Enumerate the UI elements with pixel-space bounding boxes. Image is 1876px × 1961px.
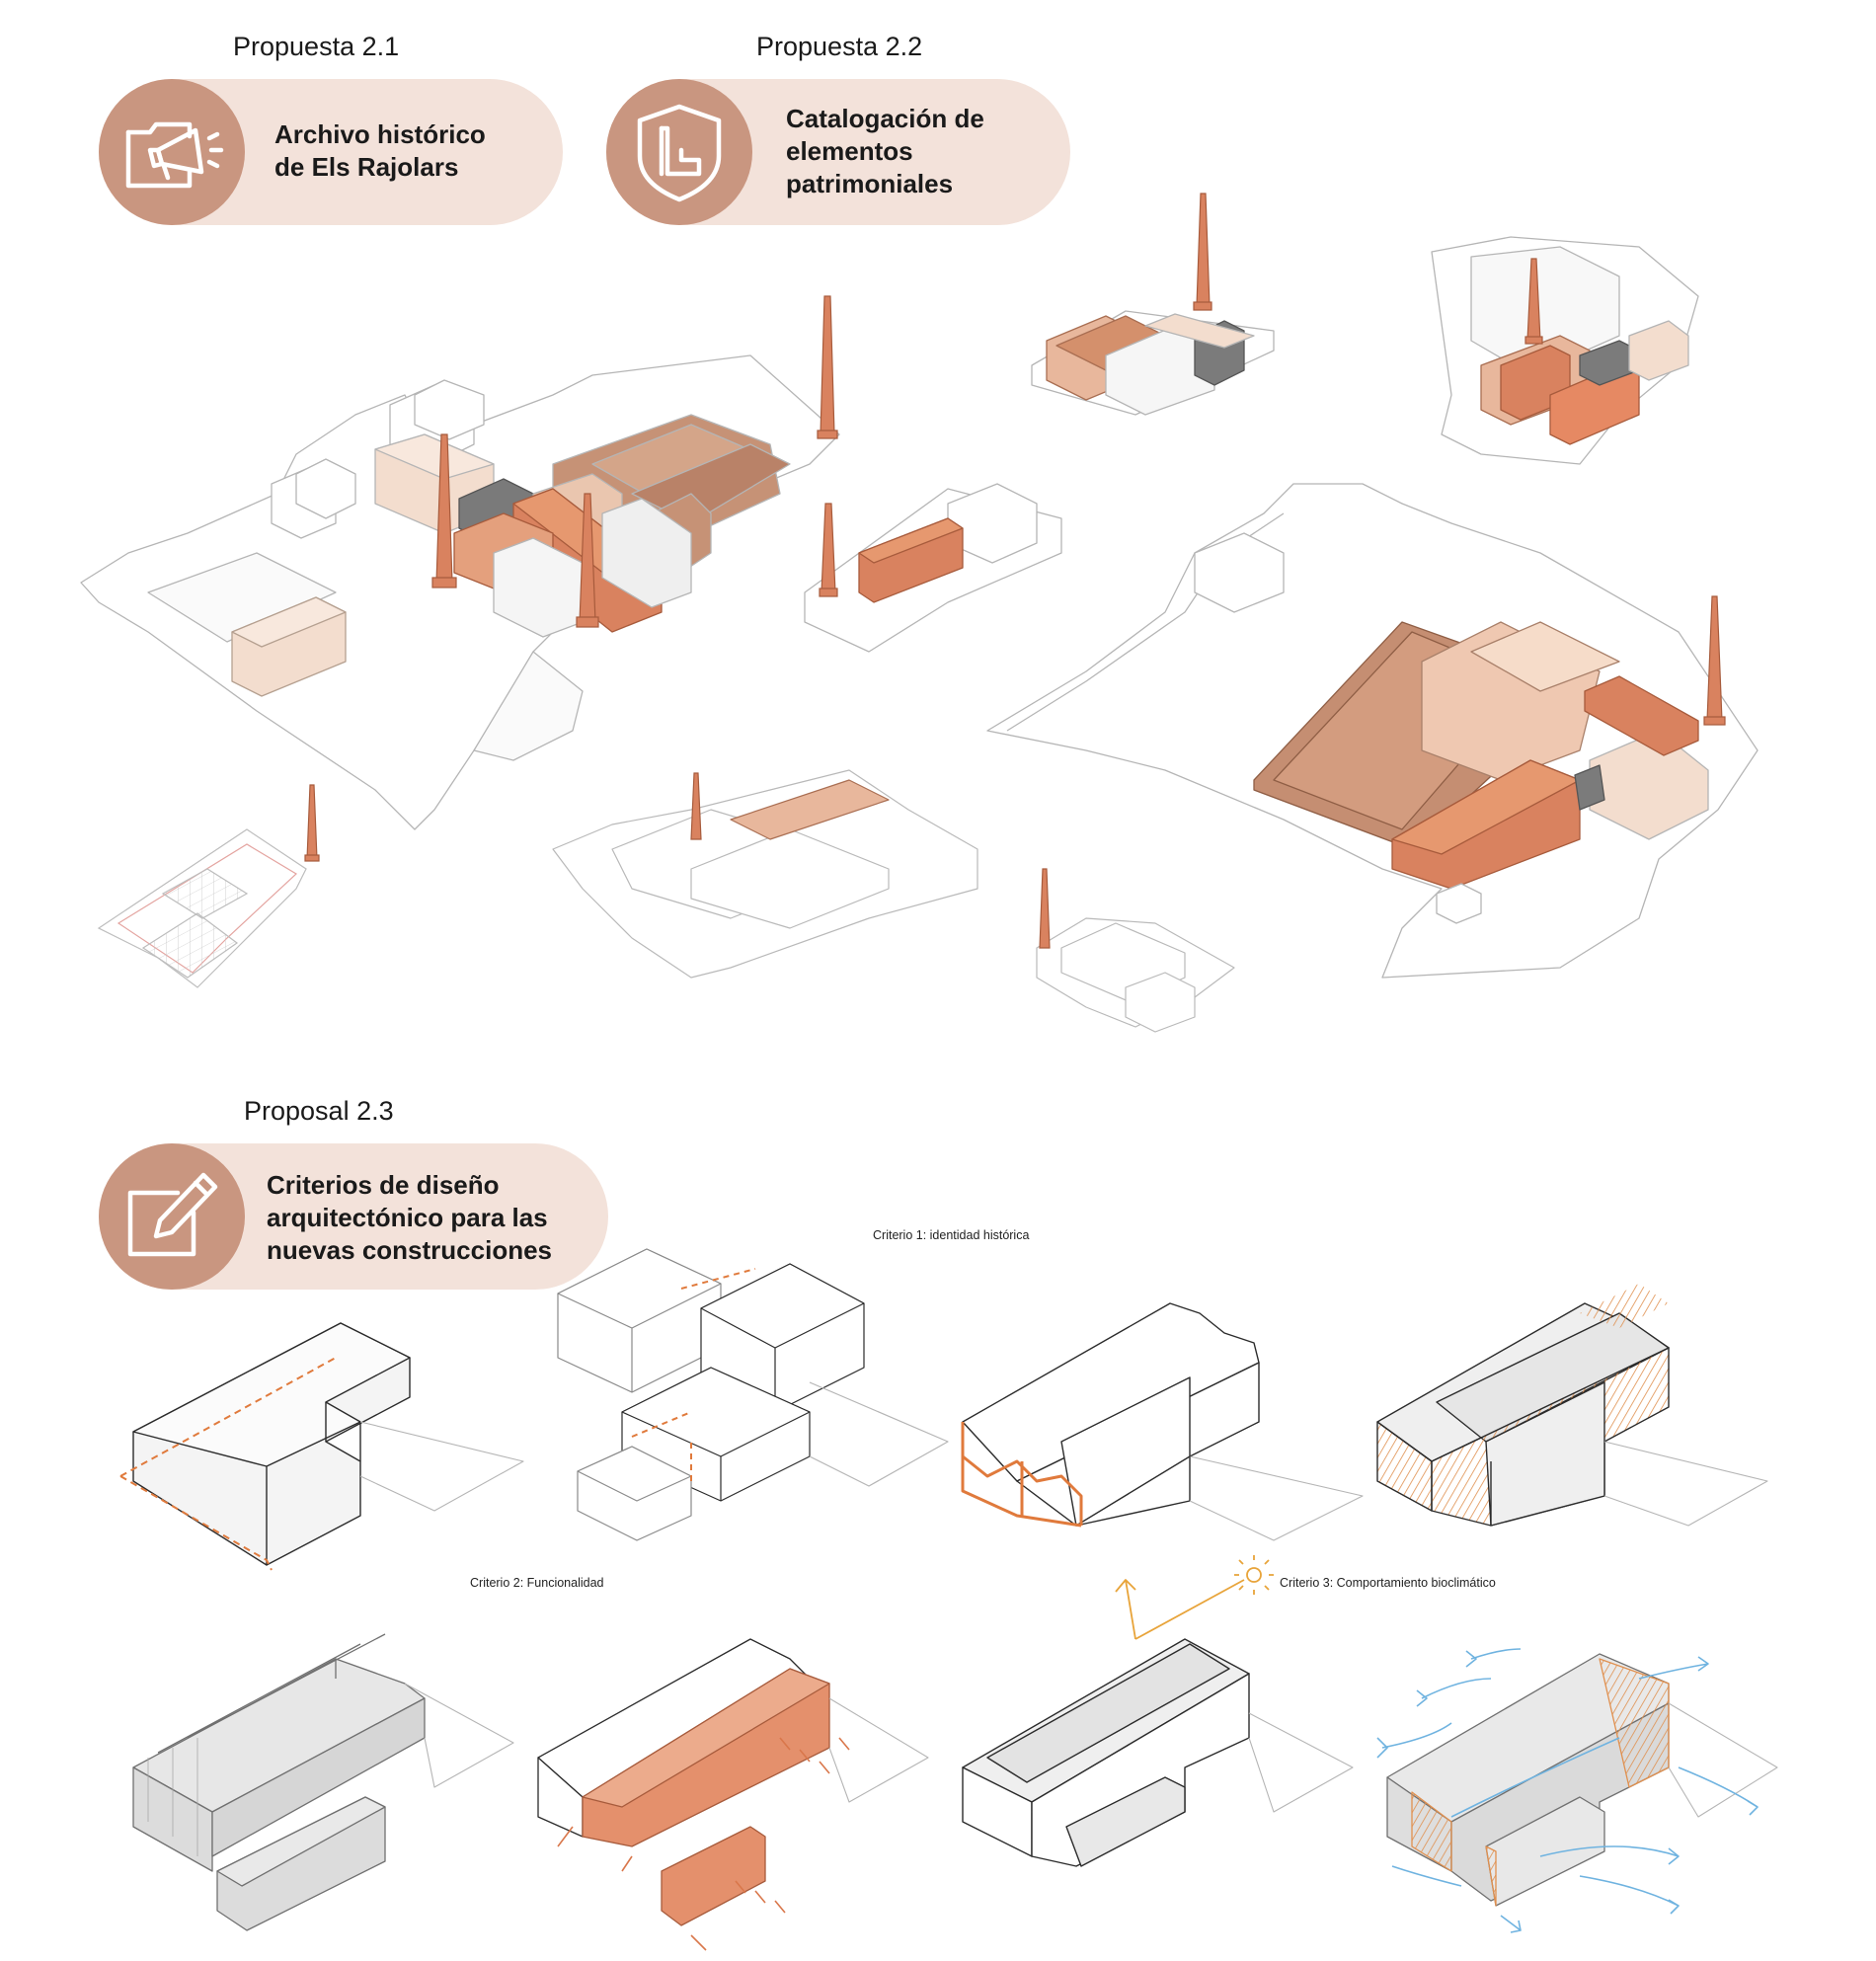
proposal-2-2-title: Catalogación de elementos patrimoniales <box>786 103 984 200</box>
proposal-2-3-pill: Criterios de diseño arquitectónico para … <box>99 1143 608 1290</box>
small-site-terracotta <box>804 483 1062 653</box>
criterion-2-diagram-b <box>537 1638 929 1951</box>
proposal-2-1-title: Archivo histórico de Els Rajolars <box>274 118 486 184</box>
proposal-2-3-title: Criterios de diseño arquitectónico para … <box>267 1169 552 1267</box>
criterion-2-label: Criterio 2: Funcionalidad <box>470 1576 604 1590</box>
megaphone-folder-icon <box>125 121 224 189</box>
proposal-2-1-line-1: Archivo histórico <box>274 119 486 149</box>
proposal-2-1-pill: Archivo histórico de Els Rajolars <box>99 79 563 225</box>
proposal-2-2-pill: Catalogación de elementos patrimoniales <box>606 79 1070 225</box>
criterion-3-diagram-b <box>1376 1648 1778 1933</box>
chimney-large-right <box>1703 595 1726 726</box>
criterion-3-label: Criterio 3: Comportamiento bioclimático <box>1280 1576 1496 1590</box>
proposal-2-3-heading: Proposal 2.3 <box>244 1096 394 1126</box>
chimney-bottom-left <box>304 784 320 862</box>
edit-pencil-icon <box>127 1172 218 1257</box>
pill-icon-circle <box>99 79 245 225</box>
criterion-3-diagram-a <box>962 1555 1354 1867</box>
top-right-site <box>1431 236 1699 465</box>
bottom-middle-site <box>552 769 978 979</box>
criterion-1-label: Criterio 1: identidad histórica <box>873 1228 1030 1242</box>
proposal-2-3-line-3: nuevas construcciones <box>267 1235 552 1265</box>
criterion-1-diagram-a <box>119 1322 524 1571</box>
heritage-shield-icon <box>637 104 722 202</box>
proposal-2-3-line-2: arquitectónico para las <box>267 1203 548 1232</box>
criterion-2-diagram-a <box>132 1633 514 1931</box>
criterion-1-diagram-b <box>557 1248 949 1541</box>
top-middle-site <box>1031 310 1275 416</box>
main-factory-site <box>80 354 840 830</box>
proposal-2-2-line-3: patrimoniales <box>786 169 954 198</box>
chimney-top-right <box>1524 258 1543 345</box>
pill-icon-circle <box>99 1143 245 1290</box>
chimneys-main-site <box>431 295 838 628</box>
proposal-2-3-line-1: Criterios de diseño <box>267 1170 500 1200</box>
chimney-bottom-middle <box>690 772 702 840</box>
bottom-left-site <box>97 828 307 988</box>
proposal-2-2-line-2: elementos <box>786 136 913 166</box>
proposal-2-1-heading: Propuesta 2.1 <box>233 32 400 61</box>
bottom-right-small-site <box>1036 917 1235 1033</box>
proposal-2-2-heading: Propuesta 2.2 <box>756 32 923 61</box>
chimney-top-middle <box>1193 193 1212 311</box>
chimney-bottom-right-small <box>1039 868 1051 949</box>
criterion-1-diagram-c <box>961 1302 1364 1541</box>
criterion-1-diagram-d <box>1376 1284 1768 1527</box>
large-right-site <box>986 483 1759 979</box>
proposal-2-1-line-2: de Els Rajolars <box>274 152 459 182</box>
proposal-2-2-line-1: Catalogación de <box>786 104 984 133</box>
chimney-small-site <box>819 503 838 597</box>
pill-icon-circle <box>606 79 752 225</box>
